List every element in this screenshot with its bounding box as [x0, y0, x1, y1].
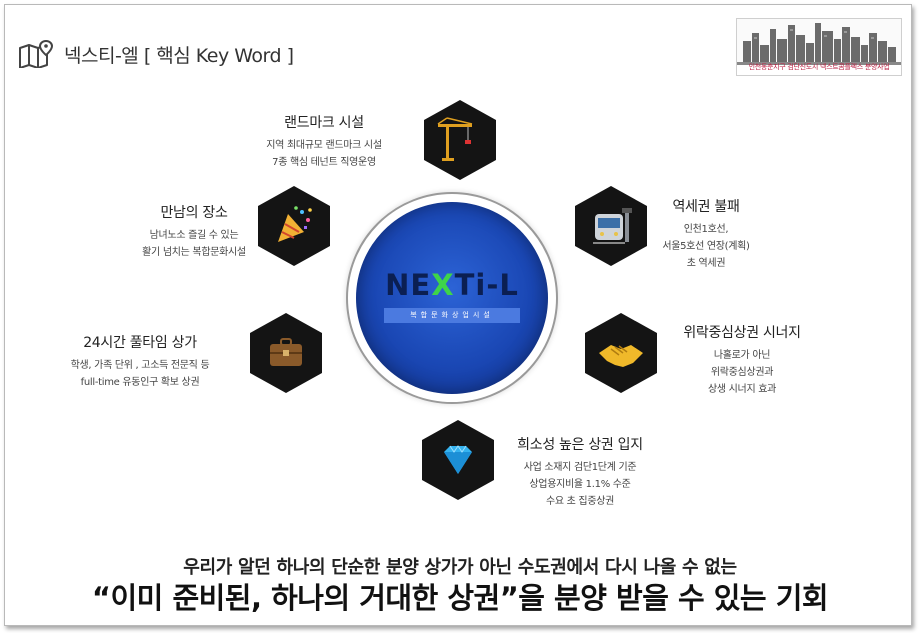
- crane-icon: [437, 117, 473, 161]
- feature-scarcity: 희소성 높은 상권 입지 사업 소재지 검단1단계 기준 상업용지비율 1.1%…: [496, 434, 664, 510]
- feature-title: 희소성 높은 상권 입지: [517, 437, 643, 453]
- feature-title: 위락중심상권 시너지: [683, 325, 801, 341]
- feature-line: 위락중심상권과: [710, 367, 774, 378]
- feature-line: 상업용지비율 1.1% 수준: [529, 479, 631, 490]
- map-icon: [18, 40, 54, 68]
- brand-logo-box: 인천동춘지구 검단신도시 넥스트콤플렉스 분양사업: [736, 18, 902, 76]
- feature-line: 나홀로가 아닌: [713, 350, 771, 361]
- center-logo-circle: NEXTi-L 복합문화상업시설: [356, 202, 548, 394]
- slide-header: 넥스티-엘 [ 핵심 Key Word ]: [18, 40, 294, 68]
- feature-line: 7종 핵심 테넌트 직영운영: [272, 157, 376, 168]
- city-skyline-image: [737, 19, 901, 65]
- hex-fulltime: [250, 313, 322, 393]
- feature-landmark: 랜드마크 시설 지역 최대규모 랜드마크 시설 7종 핵심 테넌트 직영운영: [236, 112, 412, 171]
- logo-subtitle: 복합문화상업시설: [384, 308, 520, 323]
- feature-line: 지역 최대규모 랜드마크 시설: [266, 140, 382, 151]
- page-title: 넥스티-엘 [ 핵심 Key Word ]: [64, 44, 294, 67]
- feature-line: 서울5호선 연장(계획): [662, 241, 750, 252]
- feature-synergy: 위락중심상권 시너지 나홀로가 아닌 위락중심상권과 상생 시너지 효과: [662, 322, 822, 398]
- feature-title: 만남의 장소: [160, 205, 228, 221]
- feature-line: 남녀노소 즐길 수 있는: [149, 230, 239, 241]
- feature-line: 활기 넘치는 복합문화시설: [142, 247, 246, 258]
- feature-station: 역세권 불패 인천1호선, 서울5호선 연장(계획) 초 역세권: [640, 196, 772, 272]
- briefcase-icon: [270, 338, 302, 366]
- feature-title: 랜드마크 시설: [284, 115, 364, 131]
- bottom-lead-text: 우리가 알던 하나의 단순한 분양 상가가 아닌 수도권에서 다시 나올 수 없…: [183, 557, 737, 578]
- subway-train-icon: [593, 208, 632, 244]
- feature-title: 24시간 풀타임 상가: [83, 335, 197, 351]
- hex-station: [575, 186, 647, 266]
- nexti-l-logo: NEXTi-L: [385, 268, 519, 302]
- party-popper-icon: [278, 206, 312, 242]
- feature-line: full-time 유동인구 확보 상권: [80, 377, 200, 388]
- feature-meeting: 만남의 장소 남녀노소 즐길 수 있는 활기 넘치는 복합문화시설: [126, 202, 262, 261]
- hex-synergy: [585, 313, 657, 393]
- feature-line: 초 역세권: [686, 258, 726, 269]
- feature-line: 수요 초 집중상권: [545, 496, 615, 507]
- hex-scarcity: [422, 420, 494, 500]
- feature-title: 역세권 불패: [672, 199, 740, 215]
- feature-line: 학생, 가족 단위 , 고소득 전문직 등: [70, 360, 210, 371]
- hex-meeting: [258, 186, 330, 266]
- feature-fulltime: 24시간 풀타임 상가 학생, 가족 단위 , 고소득 전문직 등 full-t…: [40, 332, 240, 391]
- feature-line: 사업 소재지 검단1단계 기준: [523, 462, 637, 473]
- hex-landmark: [424, 100, 496, 180]
- diamond-icon: [444, 445, 472, 474]
- feature-line: 상생 시너지 효과: [707, 384, 777, 395]
- feature-line: 인천1호선,: [683, 224, 729, 235]
- brand-caption: 인천동춘지구 검단신도시 넥스트콤플렉스 분양사업: [748, 63, 890, 71]
- bottom-headline: “이미 준비된, 하나의 거대한 상권”을 분양 받을 수 있는 기회: [91, 581, 829, 615]
- handshake-icon: [599, 345, 643, 367]
